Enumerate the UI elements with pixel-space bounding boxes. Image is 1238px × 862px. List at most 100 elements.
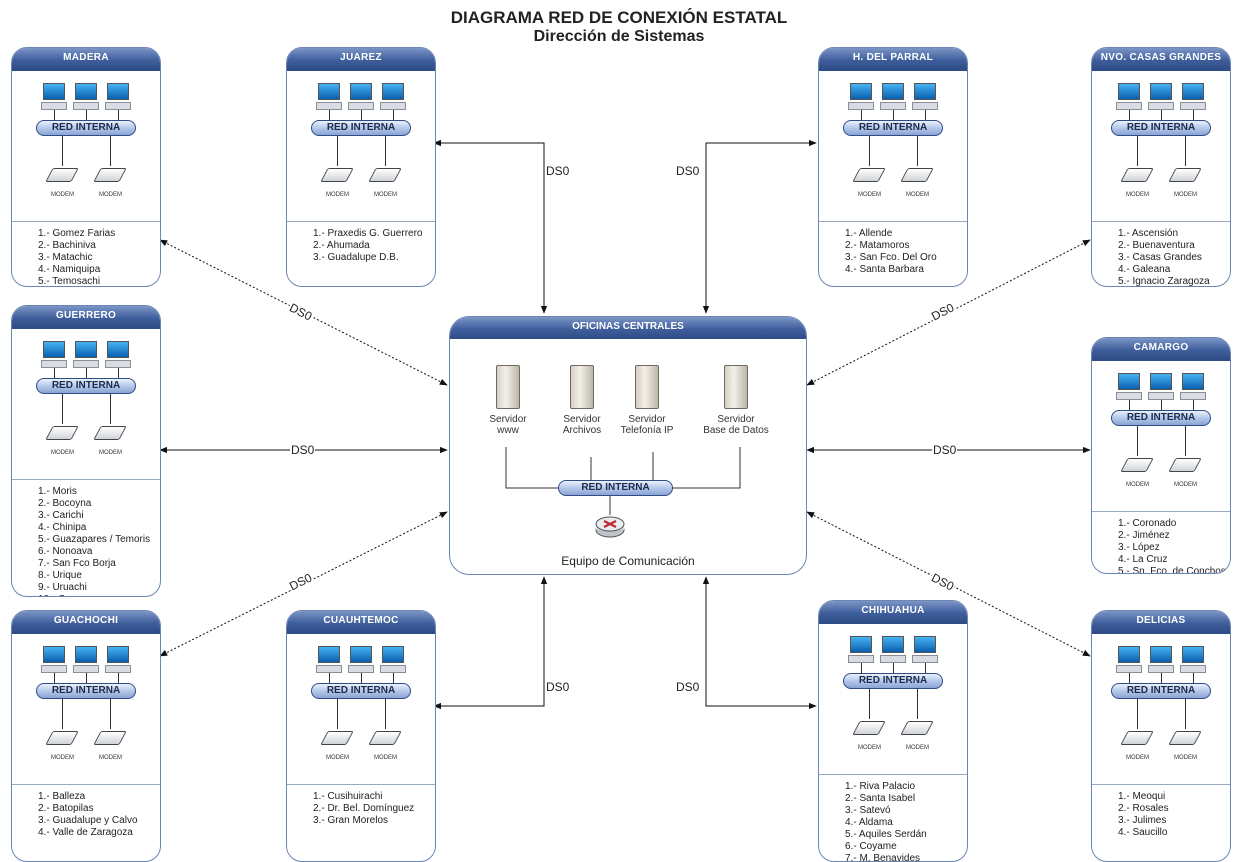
- ds0-link-1: [433, 139, 548, 314]
- central-red-interna-bar: RED INTERNA: [558, 480, 673, 496]
- modem-label: MODEM: [1174, 755, 1197, 761]
- red-interna-bar: RED INTERNA: [843, 120, 943, 136]
- region-title: CHIHUAHUA: [819, 601, 967, 624]
- computer-icon: [316, 646, 342, 676]
- computer-icon: [1180, 373, 1206, 403]
- modem-icon: [45, 166, 82, 188]
- municipality-item: 6.- Nonoava: [38, 546, 93, 557]
- web-server-icon: [494, 365, 522, 411]
- modem-label: MODEM: [374, 192, 397, 198]
- municipality-item: 1.- Cusihuirachi: [313, 791, 383, 802]
- modem-icon: [1120, 166, 1157, 188]
- modem-icon: [93, 424, 130, 446]
- computer-icon: [1180, 646, 1206, 676]
- computer-icon: [1116, 373, 1142, 403]
- municipality-item: 5.- Ignacio Zaragoza: [1118, 276, 1210, 287]
- municipality-item: 4.- Aldama: [845, 817, 893, 828]
- municipality-item: 5.- Aquiles Serdán: [845, 829, 927, 840]
- computer-icon: [848, 636, 874, 666]
- modem-label: MODEM: [858, 192, 881, 198]
- municipality-item: 2.- Ahumada: [313, 240, 370, 251]
- ds0-link-9: [806, 511, 1091, 657]
- municipality-item: 2.- Buenaventura: [1118, 240, 1195, 251]
- computer-icon: [912, 83, 938, 113]
- modem-icon: [93, 729, 130, 751]
- modem-label: MODEM: [99, 450, 122, 456]
- modem-icon: [900, 166, 937, 188]
- municipality-item: 3.- Guadalupe y Calvo: [38, 815, 138, 826]
- modem-label: MODEM: [99, 192, 122, 198]
- server-label: Servidor Base de Datos: [703, 414, 769, 436]
- server-label: Servidor www: [489, 414, 527, 436]
- red-interna-bar: RED INTERNA: [36, 120, 136, 136]
- municipality-item: 1.- Coronado: [1118, 518, 1177, 529]
- computer-icon: [73, 646, 99, 676]
- server-label: Servidor Telefonía IP: [620, 414, 674, 436]
- file-server-icon: [568, 365, 596, 411]
- modem-label: MODEM: [906, 192, 929, 198]
- modem-label: MODEM: [1174, 192, 1197, 198]
- computer-icon: [73, 83, 99, 113]
- ds0-label: DS0: [545, 164, 571, 178]
- modem-label: MODEM: [326, 192, 349, 198]
- municipality-item: 4.- Saucillo: [1118, 827, 1168, 838]
- municipality-item: 1.- Allende: [845, 228, 893, 239]
- ds0-label: DS0: [675, 680, 701, 694]
- computer-icon: [880, 636, 906, 666]
- municipality-item: 2.- Dr. Bel. Domínguez: [313, 803, 415, 814]
- computer-icon: [41, 341, 67, 371]
- computer-icon: [1116, 646, 1142, 676]
- ds0-link-8: [702, 576, 817, 710]
- computer-icon: [380, 646, 406, 676]
- modem-icon: [852, 719, 889, 741]
- red-interna-bar: RED INTERNA: [311, 120, 411, 136]
- ds0-link-3: [806, 239, 1091, 386]
- computer-icon: [105, 341, 131, 371]
- modem-label: MODEM: [906, 745, 929, 751]
- computer-icon: [380, 83, 406, 113]
- municipality-item: 3.- Gran Morelos: [313, 815, 389, 826]
- computer-icon: [41, 83, 67, 113]
- modem-label: MODEM: [1126, 192, 1149, 198]
- modem-label: MODEM: [326, 755, 349, 761]
- municipality-item: 3.- López: [1118, 542, 1160, 553]
- modem-icon: [45, 729, 82, 751]
- modem-icon: [1168, 456, 1205, 478]
- computer-icon: [1148, 373, 1174, 403]
- computer-icon: [1148, 83, 1174, 113]
- municipality-item: 2.- Matamoros: [845, 240, 910, 251]
- modem-icon: [320, 729, 357, 751]
- ip-phone-server-icon: [633, 365, 661, 411]
- modem-icon: [368, 166, 405, 188]
- internal-network: RED INTERNA MODEM MODEM: [819, 71, 967, 222]
- region-title: DELICIAS: [1092, 611, 1230, 634]
- region-title: MADERA: [12, 48, 160, 71]
- municipality-item: 1.- Gomez Farias: [38, 228, 116, 239]
- diagram-title: DIAGRAMA RED DE CONEXIÓN ESTATAL: [450, 8, 788, 27]
- red-interna-bar: RED INTERNA: [1111, 410, 1211, 426]
- municipality-item: 3.- Julimes: [1118, 815, 1167, 826]
- municipality-item: 4.- Santa Barbara: [845, 264, 924, 275]
- municipality-item: 4.- Chinipa: [38, 522, 87, 533]
- modem-icon: [320, 166, 357, 188]
- modem-label: MODEM: [858, 745, 881, 751]
- modem-icon: [900, 719, 937, 741]
- computer-icon: [848, 83, 874, 113]
- municipality-item: 2.- Rosales: [1118, 803, 1169, 814]
- modem-label: MODEM: [1174, 482, 1197, 488]
- municipality-item: 4.- Valle de Zaragoza: [38, 827, 133, 838]
- central-office-title: OFICINAS CENTRALES: [450, 317, 806, 339]
- municipality-item: 1.- Balleza: [38, 791, 86, 802]
